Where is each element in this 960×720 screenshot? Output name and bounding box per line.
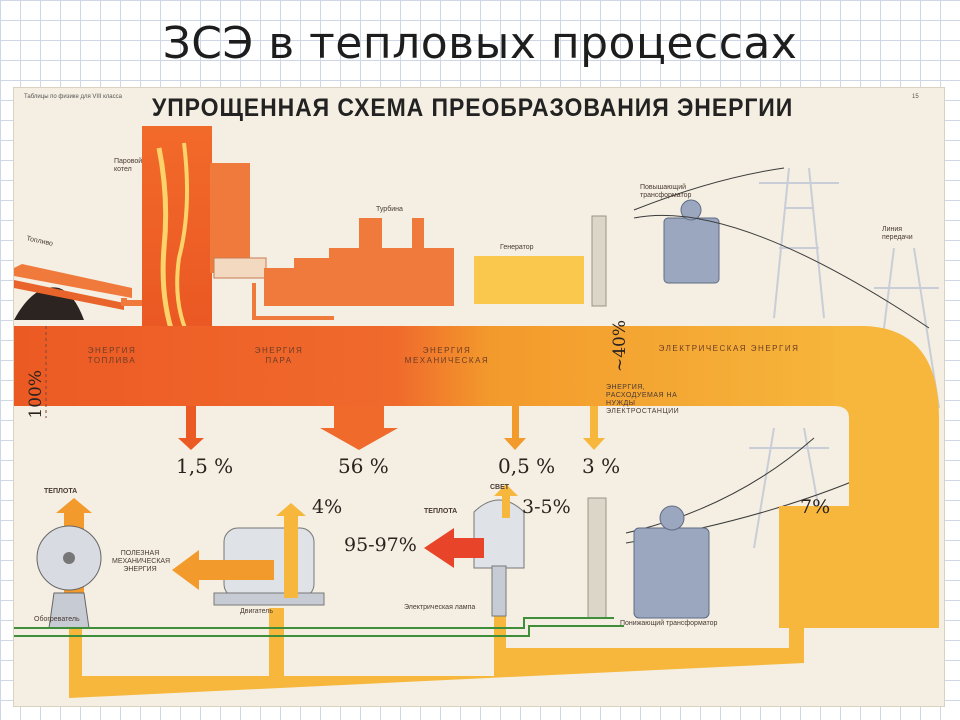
flow-electric-energy: ЭЛЕКТРИЧЕСКАЯ ЭНЕРГИЯ (658, 344, 800, 353)
percent-total: 100% (26, 370, 46, 419)
percent-electric: ~40% (610, 320, 630, 373)
percent-loss-steam: 56 % (338, 454, 389, 478)
turbine (264, 218, 454, 306)
percent-motor-heat: 4% (312, 496, 343, 518)
percent-loss-mech: 0,5 % (498, 454, 556, 478)
label-fan: Обогреватель (34, 616, 80, 623)
label-lamp: Электрическая лампа (404, 604, 476, 611)
label-boiler: Паровой котел (114, 158, 143, 173)
label-heat-lamp: ТЕПЛОТА (424, 508, 458, 515)
generator (474, 256, 584, 304)
fan (36, 525, 102, 629)
label-step-up-transformer: Повышающий трансформатор (640, 184, 692, 199)
poster-corner-note: Таблицы по физике для VIII класса (24, 94, 122, 100)
percent-loss-fuel: 1,5 % (176, 454, 234, 478)
flow-steam-energy: ЭНЕРГИЯ ПАРА (254, 346, 304, 365)
flow-own-needs: ЭНЕРГИЯ, РАСХОДУЕМАЯ НА НУЖДЫ ЭЛЕКТРОСТА… (606, 384, 680, 415)
percent-loss-own: 3 % (582, 454, 621, 478)
poster-image: Таблицы по физике для VIII класса УПРОЩЕ… (14, 88, 944, 706)
label-turbine: Турбина (376, 206, 403, 213)
main-energy-flow (14, 326, 864, 406)
energy-diagram (14, 126, 940, 698)
loss-arrow-steam (320, 406, 398, 450)
electric-return-flow (779, 326, 939, 628)
slide-title: ЗСЭ в тепловых процессах (162, 18, 798, 69)
loss-arrow-mech (504, 406, 526, 450)
label-power-line: Линия передачи (882, 226, 913, 241)
bottom-flow (69, 508, 804, 698)
label-motor: Двигатель (240, 608, 274, 615)
percent-lamp-light: 3-5% (522, 496, 571, 518)
poster-title: УПРОЩЕННАЯ СХЕМА ПРЕОБРАЗОВАНИЯ ЭНЕРГИИ (152, 94, 794, 122)
flow-mech-energy: ЭНЕРГИЯ МЕХАНИЧЕСКАЯ (404, 346, 490, 365)
percent-lamp-heat: 95-97% (344, 534, 417, 556)
poster-page-number: 15 (912, 94, 919, 100)
label-generator: Генератор (500, 244, 534, 251)
loss-arrow-own (583, 406, 605, 450)
loss-arrow-fuel (178, 406, 204, 450)
fuel-conveyor (14, 264, 132, 298)
percent-line-loss: 7% (800, 496, 831, 518)
label-light: СВЕТ (490, 484, 510, 491)
label-step-down-transformer: Понижающий трансформатор (620, 620, 718, 627)
step-down-transformer (587, 497, 710, 619)
lamp (473, 499, 525, 617)
useful-mech-arrow (172, 550, 274, 590)
lamp-heat-arrow (424, 528, 484, 568)
label-useful-mech: ПОЛЕЗНАЯ МЕХАНИЧЕСКАЯ ЭНЕРГИЯ (112, 550, 171, 573)
step-up-transformer (663, 199, 720, 284)
flow-fuel-energy: ЭНЕРГИЯ ТОПЛИВА (87, 346, 137, 365)
label-heat-left: ТЕПЛОТА (44, 488, 78, 495)
